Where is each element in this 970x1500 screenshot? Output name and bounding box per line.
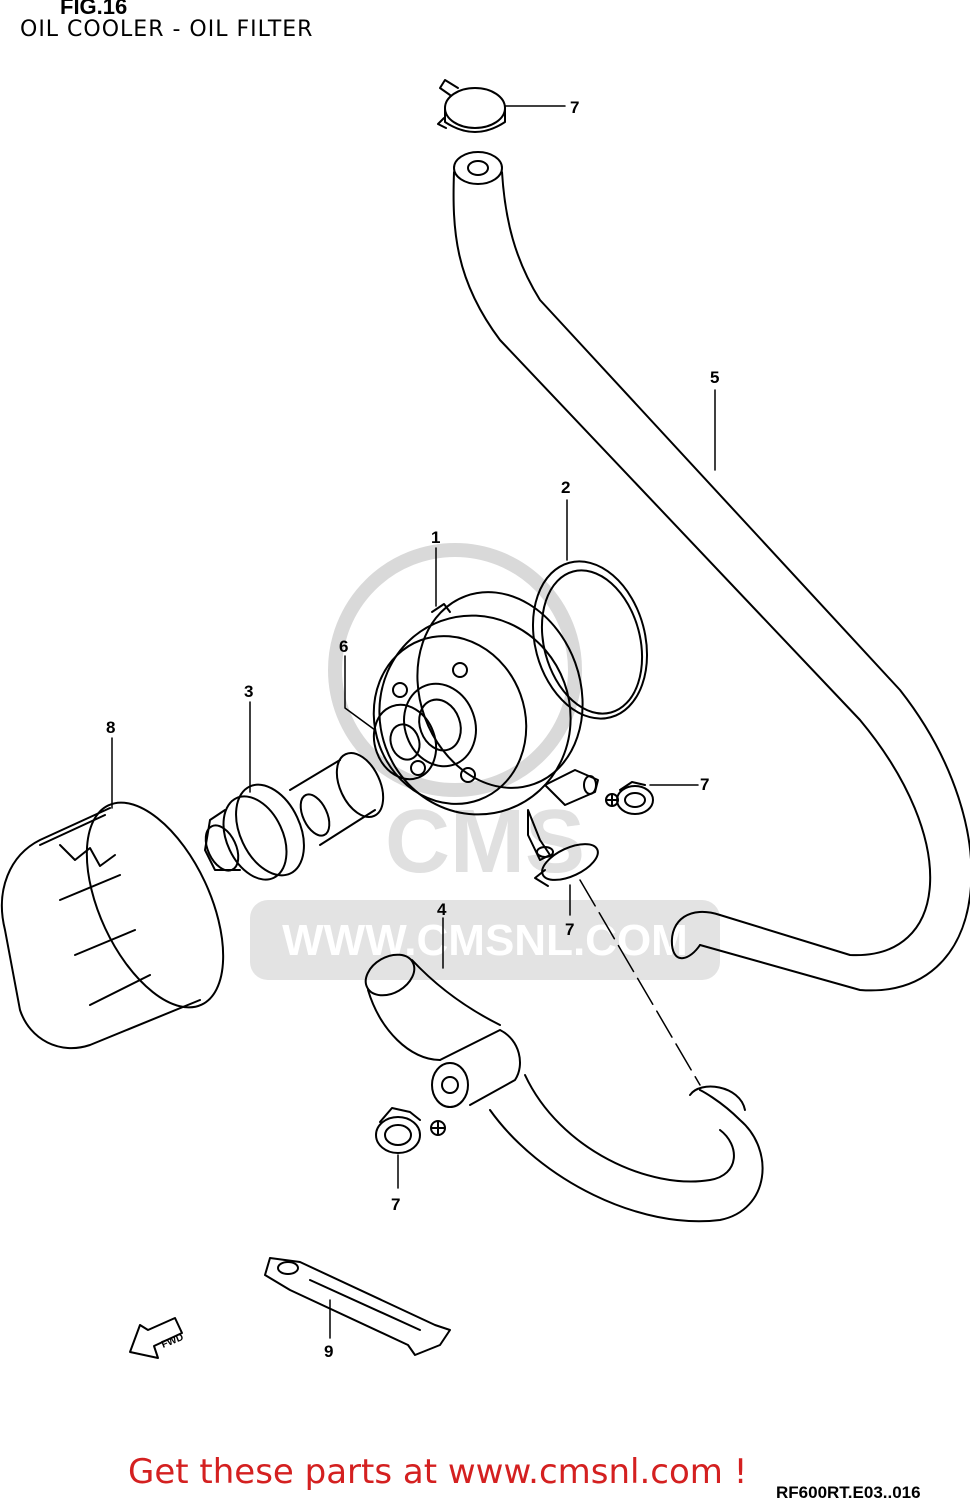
callout-1: 1 — [431, 528, 440, 547]
callout-6: 6 — [339, 637, 348, 656]
figure-title: OIL COOLER - OIL FILTER — [20, 17, 314, 42]
o-ring[interactable] — [516, 548, 664, 731]
oil-hose-upper[interactable] — [452, 151, 970, 992]
callout-7-bottom: 7 — [391, 1195, 400, 1214]
buy-parts-link[interactable]: Get these parts at www.cmsnl.com ! — [128, 1452, 748, 1492]
callout-7-top: 7 — [570, 98, 579, 117]
callout-8: 8 — [106, 718, 115, 737]
watermark-logo: CMS — [385, 792, 585, 892]
hose-clamp-middle[interactable] — [534, 837, 603, 888]
figure-number: FIG.16 — [60, 0, 128, 19]
diagram-code: RF600RT.E03..016 — [776, 1483, 921, 1500]
leader-lines — [111, 105, 716, 1339]
callout-5: 5 — [710, 368, 719, 387]
watermark-url: WWW.CMSNL.COM — [282, 916, 688, 965]
oil-hose-lower[interactable] — [358, 946, 764, 1223]
hose-clamp-bottom[interactable] — [375, 1107, 446, 1154]
washer[interactable] — [364, 696, 446, 788]
callout-4: 4 — [437, 900, 447, 919]
watermark-banner — [250, 900, 720, 980]
forward-direction-arrow — [129, 1317, 183, 1359]
callout-2: 2 — [561, 478, 570, 497]
forward-arrow-label: FWD — [160, 1332, 185, 1351]
oil-filter[interactable] — [0, 782, 251, 1050]
hose-clamp-right[interactable] — [605, 781, 654, 815]
callout-7-middle: 7 — [565, 920, 574, 939]
hose-bracket[interactable] — [264, 1257, 451, 1356]
watermark-ring — [328, 543, 582, 797]
union-bolt[interactable] — [199, 746, 392, 890]
watermark: CMS WWW.CMSNL.COM — [250, 543, 720, 980]
callout-7-right: 7 — [700, 775, 709, 794]
callout-9: 9 — [324, 1342, 333, 1361]
callout-3: 3 — [244, 682, 253, 701]
hose-clamp-top[interactable] — [437, 79, 506, 133]
